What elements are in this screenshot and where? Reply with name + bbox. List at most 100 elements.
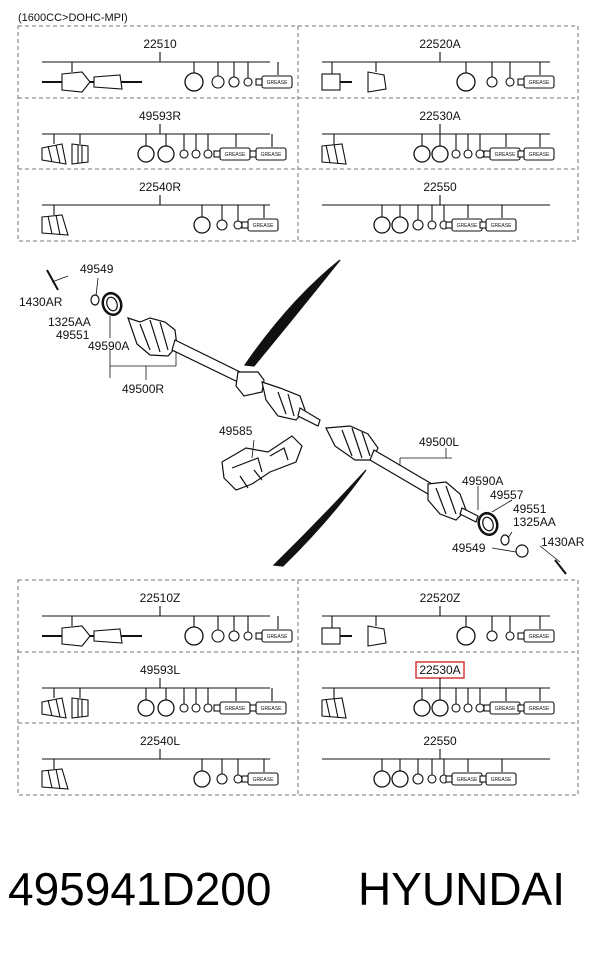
kit-22540R: 22540R GREASE xyxy=(41,180,279,236)
grease-label: GREASE xyxy=(529,706,551,712)
clamp-ring xyxy=(505,631,515,641)
grease-tube: GREASE xyxy=(249,147,287,161)
label-1325aa-r: 1325AA xyxy=(48,315,91,329)
grease-label: GREASE xyxy=(529,634,551,640)
grease-label: GREASE xyxy=(261,706,283,712)
clamp-ring xyxy=(486,630,498,642)
clamp-ring xyxy=(179,703,189,713)
kit-code-label: 22550 xyxy=(423,734,457,748)
kit-code-label: 49593L xyxy=(140,663,180,677)
grease-label: GREASE xyxy=(491,777,513,783)
clamp-ring xyxy=(191,149,201,159)
kit-22510Z: 22510Z GREASE xyxy=(42,591,293,647)
cut-wedge-top xyxy=(243,259,341,367)
clamp-ring xyxy=(373,216,391,234)
clamp-ring xyxy=(243,77,253,87)
label-1325aa-l: 1325AA xyxy=(513,515,556,529)
shaft-49500r xyxy=(46,269,321,427)
kit-code-label: 22540L xyxy=(140,734,180,748)
kit-22540L: 22540L GREASE xyxy=(41,734,279,790)
grease-label: GREASE xyxy=(225,706,247,712)
grease-label: GREASE xyxy=(225,152,247,158)
grease-label: GREASE xyxy=(267,634,289,640)
kit-code-label: 22510Z xyxy=(140,591,181,605)
clamp-ring xyxy=(216,219,228,231)
kit-code-label: 49593R xyxy=(139,109,181,123)
clamp-ring xyxy=(233,774,243,784)
grease-tube: GREASE xyxy=(517,75,555,89)
kit-code-label: 22520Z xyxy=(420,591,461,605)
clamp-ring xyxy=(137,699,155,717)
clamp-ring xyxy=(413,145,431,163)
kit-22520A: 22520A GREASE xyxy=(321,37,555,93)
clamp-ring xyxy=(391,770,409,788)
header-engine-spec: (1600CC>DOHC-MPI) xyxy=(18,12,128,24)
clamp-ring xyxy=(157,699,175,717)
clamp-ring xyxy=(203,149,213,159)
kit-49593R: 49593R GREASE GREASE xyxy=(41,109,287,165)
clamp-ring xyxy=(412,219,424,231)
grease-tube: GREASE xyxy=(255,75,293,89)
clamp-ring xyxy=(431,145,449,163)
grease-tube: GREASE xyxy=(213,147,251,161)
grease-tube: GREASE xyxy=(483,147,521,161)
label-49590a-r: 49590A xyxy=(88,339,129,353)
label-49557: 49557 xyxy=(490,488,524,502)
label-49500l: 49500L xyxy=(419,435,459,449)
kit-22530A: 22530A GREASE GREASE xyxy=(321,109,555,165)
grease-tube: GREASE xyxy=(479,772,517,786)
label-49585: 49585 xyxy=(219,424,253,438)
brand-name: HYUNDAI xyxy=(358,863,566,915)
grease-label: GREASE xyxy=(491,223,513,229)
label-1430ar-r: 1430AR xyxy=(19,295,63,309)
grease-label: GREASE xyxy=(253,223,275,229)
clamp-ring xyxy=(456,72,476,92)
grease-tube: GREASE xyxy=(517,147,555,161)
grease-tube: GREASE xyxy=(241,218,279,232)
clamp-ring xyxy=(193,770,211,788)
clamp-ring xyxy=(475,149,485,159)
clamp-ring xyxy=(505,77,515,87)
clamp-ring xyxy=(137,145,155,163)
kit-code-label: 22520A xyxy=(419,37,460,51)
grease-tube: GREASE xyxy=(445,772,483,786)
clamp-ring xyxy=(463,149,473,159)
clamp-ring xyxy=(233,220,243,230)
label-49551-r: 49551 xyxy=(56,328,90,342)
clamp-ring xyxy=(486,76,498,88)
part-number: 495941D200 xyxy=(8,863,272,915)
bracket-49585 xyxy=(221,435,303,491)
clamp-ring xyxy=(451,703,461,713)
grease-tube: GREASE xyxy=(241,772,279,786)
kit-code-label: 22540R xyxy=(139,180,181,194)
clamp-ring xyxy=(157,145,175,163)
clamp-ring xyxy=(228,630,240,642)
label-49551-l: 49551 xyxy=(513,502,547,516)
clamp-ring xyxy=(184,626,204,646)
grease-label: GREASE xyxy=(529,80,551,86)
kit-code-label: 22550 xyxy=(423,180,457,194)
clamp-ring xyxy=(451,149,461,159)
kit-code-label: 22530A xyxy=(419,109,460,123)
clamp-ring xyxy=(475,703,485,713)
clamp-ring xyxy=(184,72,204,92)
grease-label: GREASE xyxy=(495,152,517,158)
cut-wedge-bottom xyxy=(272,469,367,567)
kit-code-label: 22530A xyxy=(419,663,460,677)
label-49549-r: 49549 xyxy=(80,262,114,276)
clamp-ring xyxy=(373,770,391,788)
clamp-ring xyxy=(427,774,437,784)
grease-label: GREASE xyxy=(457,223,479,229)
grease-tube: GREASE xyxy=(249,701,287,715)
clamp-ring xyxy=(193,216,211,234)
grease-tube: GREASE xyxy=(213,701,251,715)
clamp-ring xyxy=(203,703,213,713)
grease-label: GREASE xyxy=(529,152,551,158)
bottom-kit-table xyxy=(17,579,579,796)
shaft-49500l xyxy=(325,425,567,575)
clamp-ring xyxy=(391,216,409,234)
clamp-ring xyxy=(243,631,253,641)
kit-code-label: 22510 xyxy=(143,37,177,51)
grease-label: GREASE xyxy=(261,152,283,158)
